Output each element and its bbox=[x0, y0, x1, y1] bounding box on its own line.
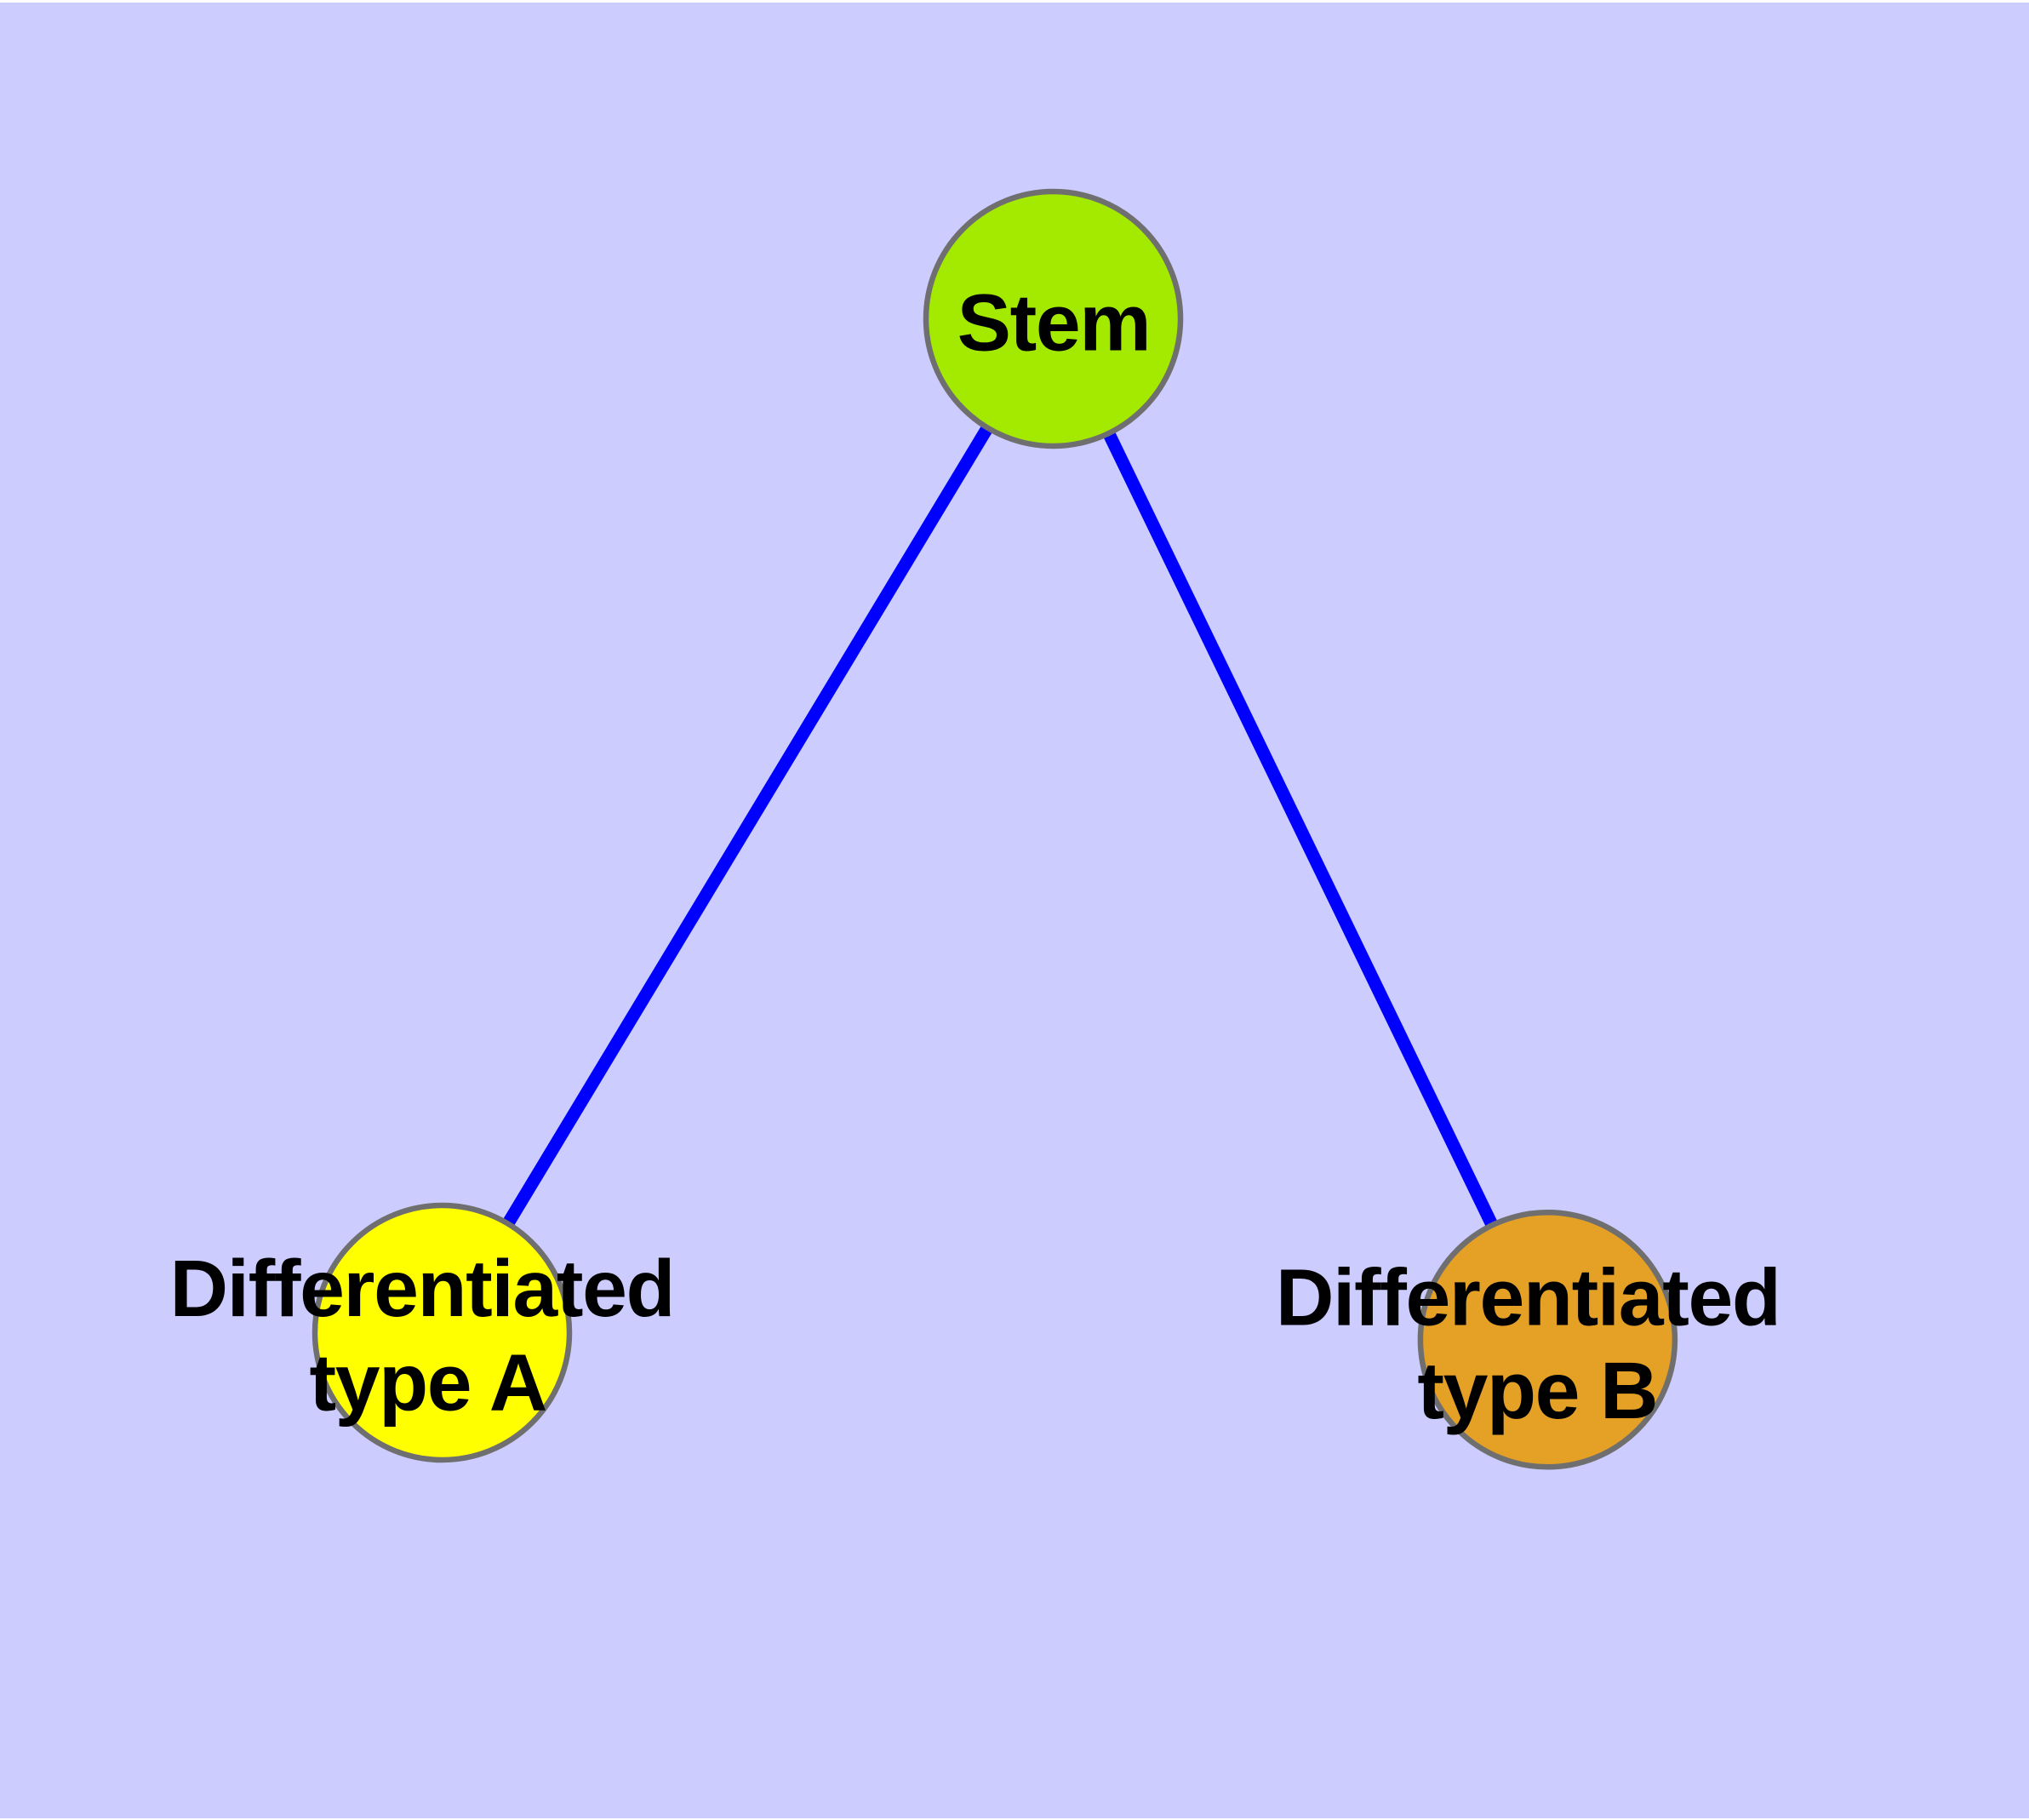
svg-text:Differentiated: Differentiated bbox=[169, 1244, 674, 1334]
svg-text:Stem: Stem bbox=[957, 278, 1151, 369]
svg-text:type A: type A bbox=[309, 1338, 546, 1428]
svg-text:Differentiated: Differentiated bbox=[1276, 1252, 1780, 1342]
svg-text:type B: type B bbox=[1417, 1346, 1657, 1436]
